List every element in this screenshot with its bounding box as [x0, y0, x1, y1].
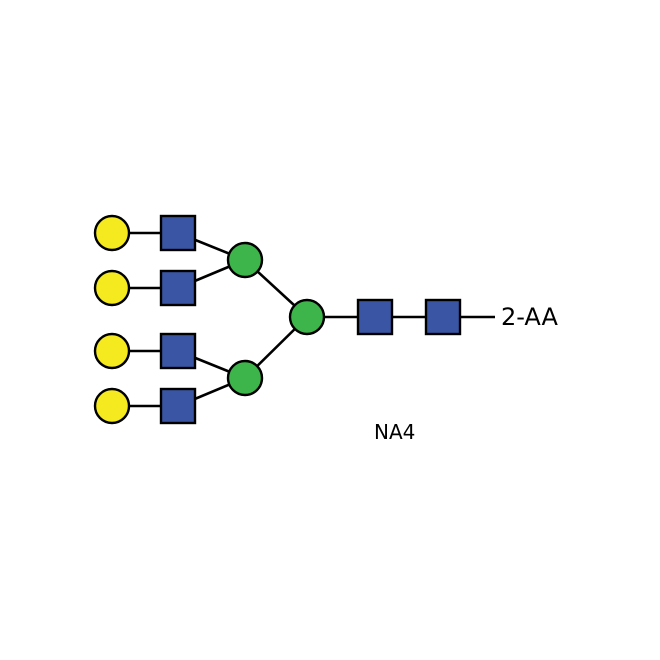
- glcnac-square-4: [159, 387, 197, 425]
- glcnac-square-1: [159, 214, 197, 252]
- mannose-circle-lower: [226, 359, 264, 397]
- terminal-label-2aa: 2-AA: [501, 303, 558, 331]
- mannose-circle-upper: [226, 241, 264, 279]
- mannose-circle-core: [288, 298, 326, 336]
- glcnac-square-2: [159, 269, 197, 307]
- galactose-circle-2: [93, 269, 131, 307]
- glcnac-square-3: [159, 332, 197, 370]
- glcnac-residues: [159, 214, 462, 425]
- galactose-circle-1: [93, 214, 131, 252]
- mannose-residues: [226, 241, 326, 397]
- glcnac-core-square-1: [356, 298, 394, 336]
- galactose-residues: [93, 214, 131, 425]
- glcnac-core-square-2: [424, 298, 462, 336]
- galactose-circle-4: [93, 387, 131, 425]
- glycan-name-label: NA4: [374, 420, 415, 444]
- galactose-circle-3: [93, 332, 131, 370]
